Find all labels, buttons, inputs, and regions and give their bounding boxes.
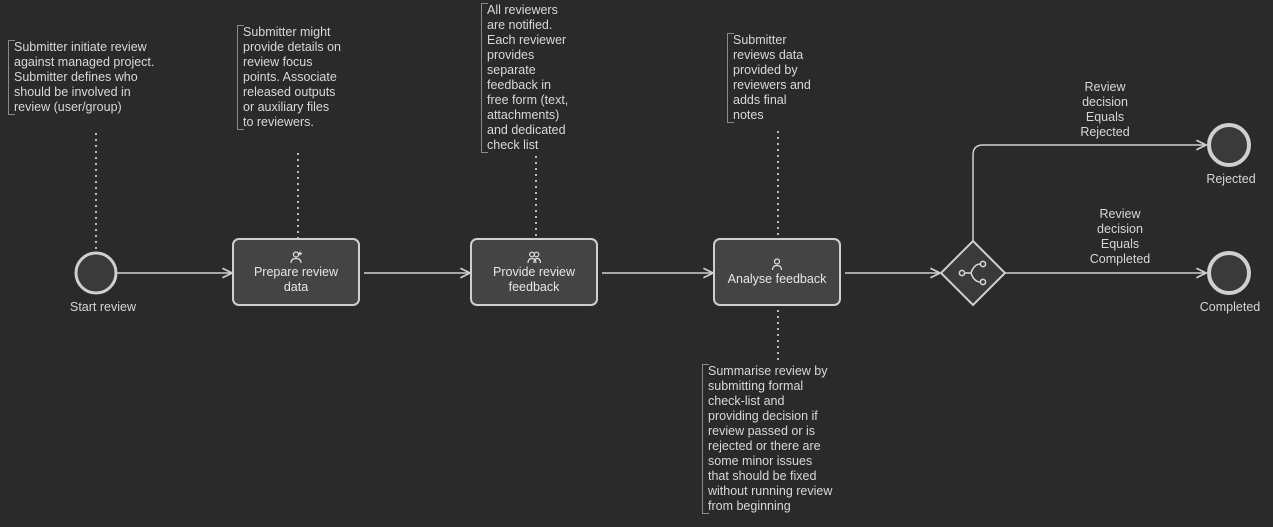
user-add-icon [290, 250, 302, 263]
users-icon [527, 251, 541, 263]
task-label: Provide review feedback [493, 264, 575, 294]
branch-icon [958, 260, 987, 286]
completed-event-label: Completed [1199, 300, 1261, 314]
task-analyse-feedback[interactable]: Analyse feedback [713, 238, 841, 306]
task-prepare-review-data[interactable]: Prepare review data [232, 238, 360, 306]
task-label: Analyse feedback [727, 272, 827, 286]
task-label: Prepare review data [253, 264, 339, 294]
flow-gateway-to-rejected[interactable] [972, 145, 1206, 241]
condition-label-rejected: Review decision Equals Rejected [1080, 80, 1130, 139]
task-provide-review-feedback[interactable]: Provide review feedback [470, 238, 598, 306]
start-event-label: Start review [70, 300, 136, 314]
annotation-prepare: Submitter might provide details on revie… [237, 25, 373, 130]
end-event-completed[interactable] [1207, 251, 1251, 295]
annotation-analyse-top: Submitter reviews data provided by revie… [727, 33, 838, 123]
user-icon [771, 258, 783, 271]
rejected-event-label: Rejected [1206, 172, 1256, 186]
decision-gateway[interactable] [939, 239, 1007, 307]
start-event[interactable] [74, 251, 118, 295]
annotation-analyse-bottom: Summarise review by submitting formal ch… [702, 364, 868, 514]
annotation-provide: All reviewers are notified. Each reviewe… [481, 3, 597, 153]
annotation-start: Submitter initiate review against manage… [8, 40, 194, 115]
end-event-rejected[interactable] [1207, 123, 1251, 167]
condition-label-completed: Review decision Equals Completed [1089, 207, 1151, 266]
